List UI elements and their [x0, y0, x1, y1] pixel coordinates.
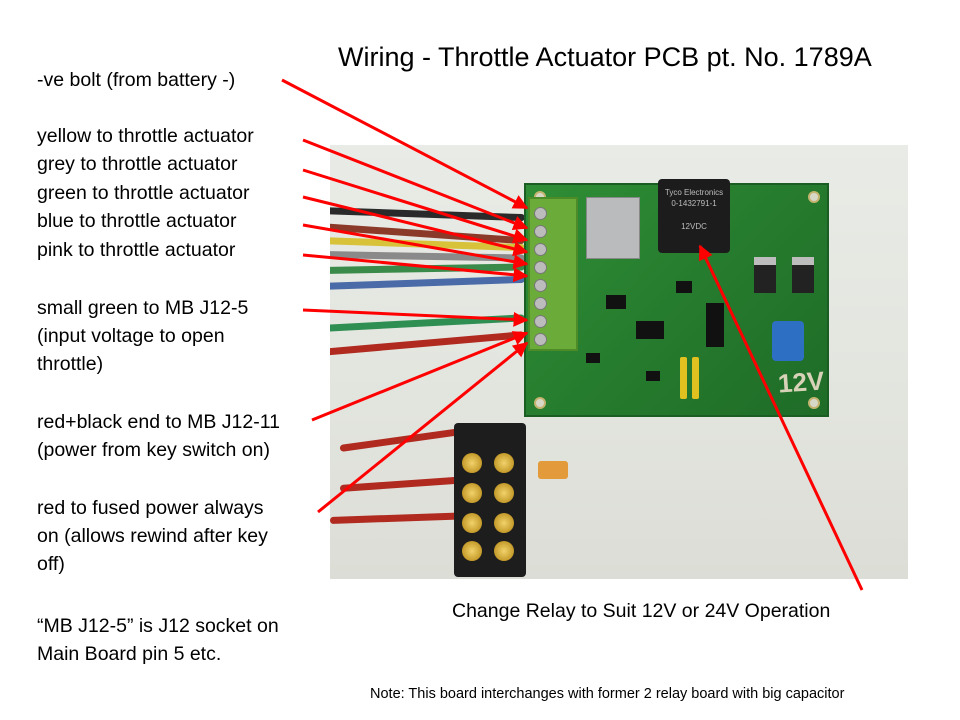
label-line: grey to throttle actuator	[37, 153, 238, 175]
terminal-screw	[534, 315, 547, 328]
terminal-screw	[534, 225, 547, 238]
ic-chip	[606, 295, 626, 309]
relay-brand: Tyco Electronics	[664, 188, 724, 197]
relay-voltage: 12VDC	[681, 222, 707, 231]
mount-hole	[808, 191, 820, 203]
transistor	[754, 257, 776, 293]
inline-fuse	[538, 461, 568, 479]
heatsink	[586, 197, 640, 259]
terminal-screw	[534, 333, 547, 346]
mount-hole	[534, 397, 546, 409]
label-line: on (allows rewind after key	[37, 525, 268, 547]
label-red-fused: red to fused power always on (allows rew…	[37, 494, 268, 578]
label-line: yellow to throttle actuator	[37, 125, 254, 147]
red-wire-1	[339, 428, 460, 452]
slide-title: Wiring - Throttle Actuator PCB pt. No. 1…	[338, 42, 872, 72]
label-line: red to fused power always	[37, 497, 264, 519]
brass-screw	[462, 453, 482, 473]
label-line: “MB J12-5” is J12 socket on	[37, 615, 279, 637]
label-line: pink to throttle actuator	[37, 239, 236, 261]
ic-chip	[676, 281, 692, 293]
label-mb-note: “MB J12-5” is J12 socket on Main Board p…	[37, 612, 279, 668]
mount-hole	[808, 397, 820, 409]
black-wire	[330, 207, 525, 222]
grey-wire	[330, 251, 526, 262]
brass-screw	[494, 541, 514, 561]
label-yellow: yellow to throttle actuator	[37, 122, 254, 150]
brass-screw	[494, 453, 514, 473]
yellow-capacitor	[692, 357, 699, 399]
terminal-screw	[534, 279, 547, 292]
ic-chip	[636, 321, 664, 339]
brass-screw	[462, 483, 482, 503]
relay-part: 0-1432791-1	[671, 199, 717, 208]
label-line: off)	[37, 553, 65, 575]
handwritten-12v: 12V	[776, 365, 826, 399]
label-line: red+black end to MB J12-11	[37, 411, 280, 433]
green-wire	[330, 263, 526, 274]
brass-screw	[462, 541, 482, 561]
pcb-photo: Tyco Electronics 0-1432791-1 12VDC 12V	[330, 145, 908, 579]
red-wire-2	[339, 476, 460, 492]
label-line: (power from key switch on)	[37, 439, 270, 461]
terminal-screw	[534, 243, 547, 256]
blue-wire	[330, 275, 525, 290]
brass-screw	[494, 483, 514, 503]
label-grey: grey to throttle actuator	[37, 150, 238, 178]
label-red-black: red+black end to MB J12-11 (power from k…	[37, 408, 280, 464]
label-line: -ve bolt (from battery -)	[37, 69, 236, 91]
label-line: throttle)	[37, 353, 104, 375]
terminal-screw	[534, 297, 547, 310]
label-line: blue to throttle actuator	[37, 210, 237, 232]
label-line: small green to MB J12-5	[37, 297, 249, 319]
terminal-screw	[534, 207, 547, 220]
red-black-wire	[330, 331, 525, 356]
relay-caption: Change Relay to Suit 12V or 24V Operatio…	[452, 600, 831, 622]
terminal-block	[528, 197, 578, 351]
red-wire-3	[330, 512, 461, 524]
relay: Tyco Electronics 0-1432791-1 12VDC	[658, 179, 730, 253]
ic-chip	[706, 303, 724, 347]
label-blue: blue to throttle actuator	[37, 207, 236, 235]
yellow-capacitor	[680, 357, 687, 399]
label-pink: pink to throttle actuator	[37, 236, 235, 264]
footer-note: Note: This board interchanges with forme…	[370, 686, 845, 702]
label-line: green to throttle actuator	[37, 182, 250, 204]
brass-screw	[462, 513, 482, 533]
terminal-screw	[534, 261, 547, 274]
ic-chip	[646, 371, 660, 381]
brass-screw	[494, 513, 514, 533]
small-green-wire	[330, 314, 525, 332]
label-line: Main Board pin 5 etc.	[37, 643, 222, 665]
label-green: green to throttle actuator	[37, 179, 249, 207]
label-ve-bolt: -ve bolt (from battery -)	[37, 66, 235, 94]
blue-capacitor	[772, 321, 804, 361]
ic-chip	[586, 353, 600, 363]
label-line: (input voltage to open	[37, 325, 225, 347]
screw-terminal-strip	[454, 423, 526, 577]
label-small-green: small green to MB J12-5 (input voltage t…	[37, 294, 248, 378]
transistor	[792, 257, 814, 293]
